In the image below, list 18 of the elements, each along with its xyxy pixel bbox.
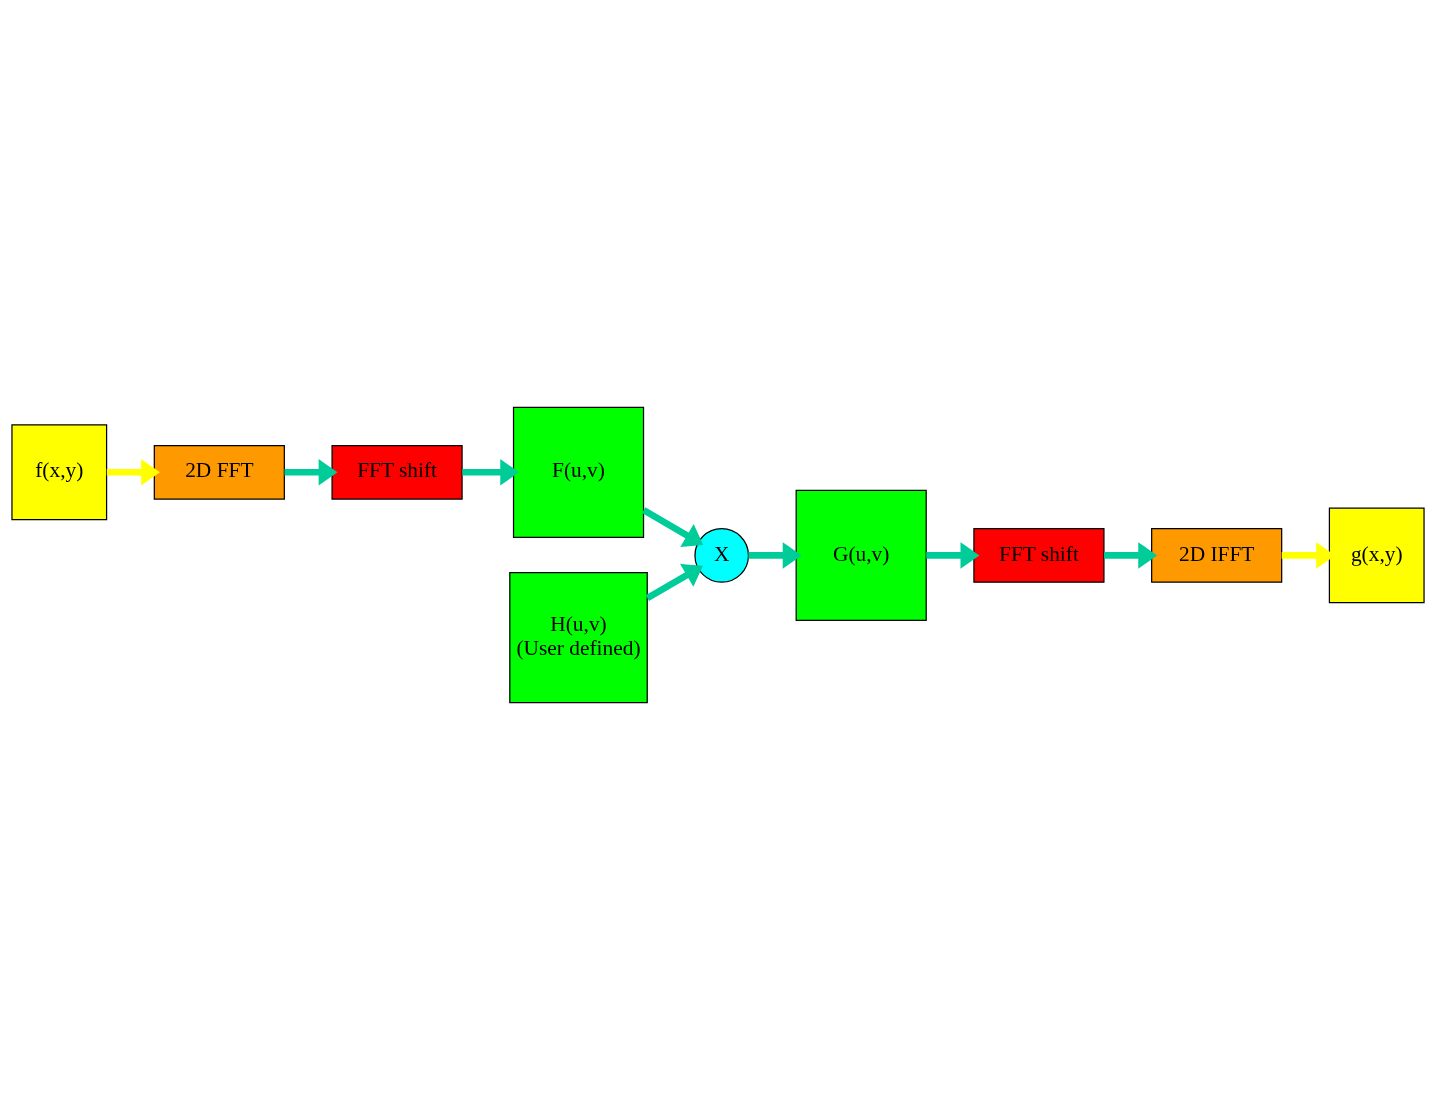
arrow xyxy=(1104,541,1158,569)
node-box: 2D IFFT xyxy=(1151,527,1283,583)
arrow xyxy=(642,506,704,547)
arrow xyxy=(748,541,802,569)
node-box: 2D FFT xyxy=(153,444,285,500)
node-box: f(x,y) xyxy=(11,423,108,520)
node-box: FFT shift xyxy=(331,444,463,500)
arrow xyxy=(462,458,520,486)
node-box: G(u,v) xyxy=(795,489,927,621)
arrow xyxy=(926,541,980,569)
node-box: FFT shift xyxy=(973,527,1105,583)
arrow xyxy=(284,458,338,486)
node-box: F(u,v) xyxy=(512,406,645,538)
arrow xyxy=(106,458,160,486)
arrow xyxy=(645,563,704,601)
node-box: H(u,v) (User defined) xyxy=(509,571,648,703)
node-circle: X xyxy=(694,527,750,583)
node-box: g(x,y) xyxy=(1328,507,1425,603)
